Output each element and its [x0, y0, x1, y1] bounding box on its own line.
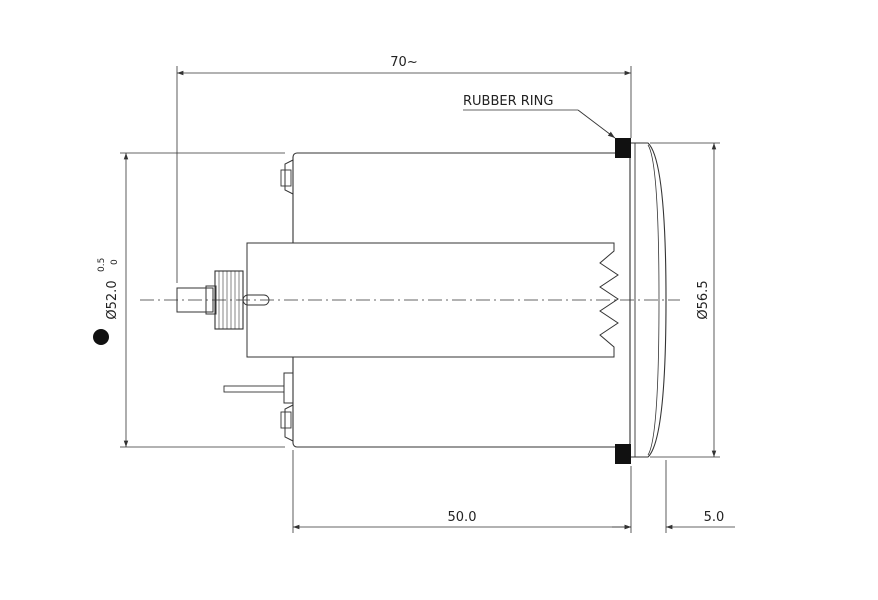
cutout-tolerance-lower: 0 [110, 259, 120, 265]
reference-dot-icon [93, 329, 109, 345]
mounting-clip-bottom [284, 404, 294, 442]
cutout-diameter-label: Ø52.0 [105, 280, 120, 319]
mounting-clip-top-tab [280, 169, 292, 187]
body-length-label: 50.0 [448, 510, 477, 525]
rubber-ring-top [615, 138, 631, 158]
overall-length-label: 70~ [390, 55, 417, 70]
bezel-diameter-label: Ø56.5 [696, 280, 711, 319]
cutout-tolerance-upper: 0.5 [97, 258, 107, 272]
front-bezel-inner [647, 144, 660, 456]
mounting-clip-top [284, 159, 294, 195]
bezel-depth-label: 5.0 [704, 510, 725, 525]
terminal-block [283, 372, 294, 404]
rubber-ring-leader [577, 109, 616, 139]
rubber-ring-label: RUBBER RING [463, 94, 553, 109]
mounting-clip-bottom-tab [280, 411, 292, 429]
front-bezel [630, 142, 667, 458]
rubber-ring-bottom [615, 444, 631, 464]
terminal-pin [223, 385, 285, 393]
